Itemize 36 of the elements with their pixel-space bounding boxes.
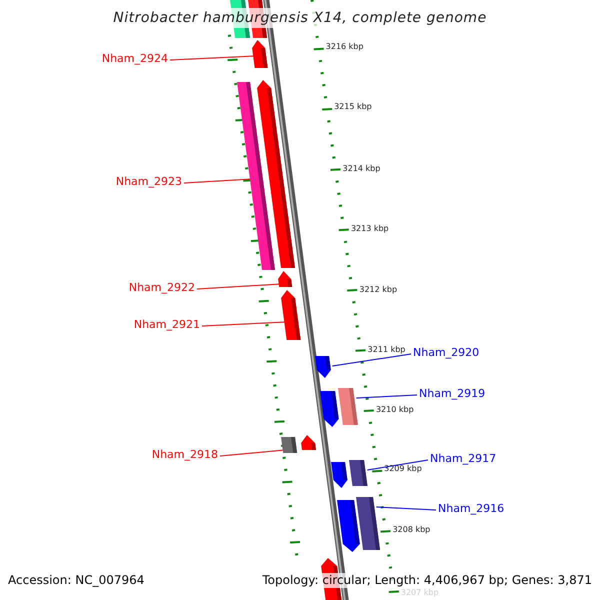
gene-label: Nham_2916: [438, 502, 504, 516]
scale-label: 3214 kbp: [342, 164, 380, 174]
leader-line: [376, 506, 436, 510]
scale-label: 3215 kbp: [334, 102, 372, 112]
gene-label: Nham_2920: [413, 346, 480, 360]
leader-line: [356, 394, 418, 398]
leader-line: [332, 354, 412, 366]
gene-bar: [279, 437, 300, 453]
gene-feature: [298, 435, 318, 450]
gene-label: Nham_2921: [134, 318, 200, 332]
scale-label: 3216 kbp: [326, 42, 364, 52]
gene-label: Nham_2923: [116, 175, 182, 189]
leader-line: [366, 460, 428, 470]
gene-label: Nham_2919: [419, 387, 486, 401]
gene-bar: [347, 460, 370, 486]
gene-bar: [354, 497, 382, 550]
gene-label: Nham_2918: [152, 448, 218, 462]
scale-label: 3213 kbp: [350, 224, 389, 234]
gene-feature: [329, 462, 350, 488]
scale-label: 3212 kbp: [359, 285, 398, 295]
gene-label: Nham_2924: [102, 52, 168, 66]
genome-summary-text: Topology: circular; Length: 4,406,967 bp; Genes: 3,871: [262, 573, 592, 588]
scale-label: 3210 kbp: [376, 405, 414, 415]
gene-label: Nham_2917: [430, 452, 496, 466]
scale-label: 3208 kbp: [392, 525, 430, 535]
scale-label: 3209 kbp: [384, 464, 422, 474]
gene-bar: [336, 388, 360, 425]
gene-feature: [275, 271, 294, 287]
gene-feature: [335, 500, 363, 552]
scale-label: 3211 kbp: [368, 345, 406, 355]
gene-label: Nham_2922: [128, 281, 195, 295]
accession-text: Accession: NC_007964: [8, 573, 144, 588]
gene-feature: [278, 290, 303, 340]
gene-feature: [313, 356, 334, 378]
gene-feature: [249, 40, 270, 68]
gene-feature: [254, 80, 297, 268]
